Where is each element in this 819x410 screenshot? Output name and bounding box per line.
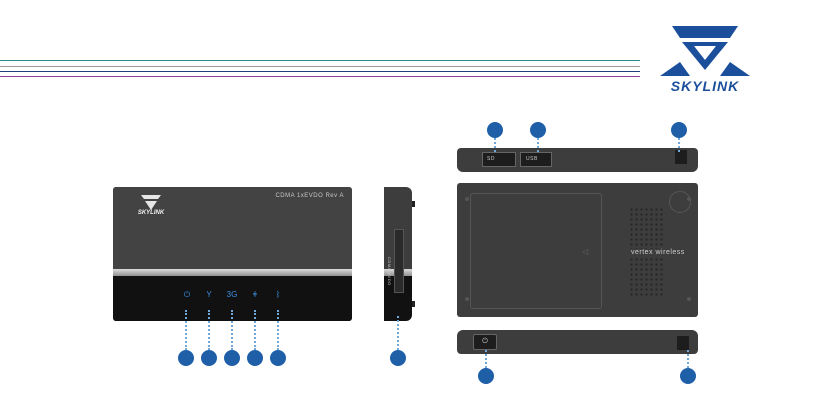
leader-line-top-1 xyxy=(494,138,496,152)
front-silver-band xyxy=(113,269,352,276)
leader-line-bottom-1 xyxy=(485,350,487,368)
top-port-right xyxy=(675,150,687,164)
callout-marker-top-2 xyxy=(530,122,546,138)
leader-line-top-2 xyxy=(537,138,539,152)
callout-marker-bottom-2 xyxy=(680,368,696,384)
callout-marker-bottom-1 xyxy=(478,368,494,384)
side-slot xyxy=(394,229,404,293)
front-model-text: CDMA 1xEVDO Rev A xyxy=(275,193,344,199)
rubber-foot xyxy=(669,191,691,213)
callout-marker-top-1 xyxy=(487,122,503,138)
device-side-view: CDMA/EVDO xyxy=(384,187,415,321)
leader-line-bottom-2 xyxy=(687,350,689,368)
header-line-navy xyxy=(0,71,640,72)
side-foot-top xyxy=(412,201,415,207)
screw-bottom-left xyxy=(465,297,469,301)
leader-line-2 xyxy=(208,310,210,350)
callout-marker-side xyxy=(390,350,406,366)
callout-marker-3 xyxy=(224,350,240,366)
skylink-logo-icon xyxy=(650,22,760,82)
front-led-bluetooth-icon: ᛒ xyxy=(272,290,284,299)
bottom-edge-port xyxy=(677,336,689,350)
callout-marker-1 xyxy=(178,350,194,366)
front-led-signal-icon: Y xyxy=(203,290,215,299)
device-bottom-edge-view: ⏻ xyxy=(457,330,698,354)
screw-top-left xyxy=(465,197,469,201)
device-bottom-view: ◁ vertex wireless xyxy=(457,183,698,317)
callout-marker-2 xyxy=(201,350,217,366)
sd-slot-label: SD xyxy=(487,156,495,162)
leader-line-5 xyxy=(277,310,279,350)
header-line-gray xyxy=(0,66,640,67)
side-foot-bottom xyxy=(412,301,415,307)
callout-marker-top-3 xyxy=(671,122,687,138)
bottom-brand-text: vertex wireless xyxy=(629,249,687,256)
front-led-3g-icon: 3G xyxy=(226,290,238,299)
front-led-usb-icon: ǂ xyxy=(249,290,261,299)
front-led-power-icon: ⏻ xyxy=(181,290,193,300)
side-label-text: CDMA/EVDO xyxy=(387,257,392,286)
power-button[interactable]: ⏻ xyxy=(473,334,497,350)
header-line-purple xyxy=(0,76,640,77)
brand-logo: SKYLINK xyxy=(650,22,760,102)
leader-line-top-3 xyxy=(678,138,680,152)
leader-line-4 xyxy=(254,310,256,350)
callout-marker-5 xyxy=(270,350,286,366)
screw-bottom-right xyxy=(687,297,691,301)
leader-line-side xyxy=(397,316,399,350)
front-logo: SKYLINK xyxy=(131,193,171,221)
power-button-icon: ⏻ xyxy=(474,335,496,349)
brand-logo-text: SKYLINK xyxy=(650,78,760,94)
leader-line-3 xyxy=(231,310,233,350)
device-front-view: SKYLINK CDMA 1xEVDO Rev A ⏻ Y 3G ǂ ᛒ xyxy=(113,187,352,321)
callout-marker-4 xyxy=(247,350,263,366)
header-line-teal xyxy=(0,60,640,61)
usb-port-label: USB xyxy=(526,156,538,162)
leader-line-1 xyxy=(185,310,187,350)
release-arrow-icon: ◁ xyxy=(582,247,588,256)
front-logo-text: SKYLINK xyxy=(131,210,171,216)
